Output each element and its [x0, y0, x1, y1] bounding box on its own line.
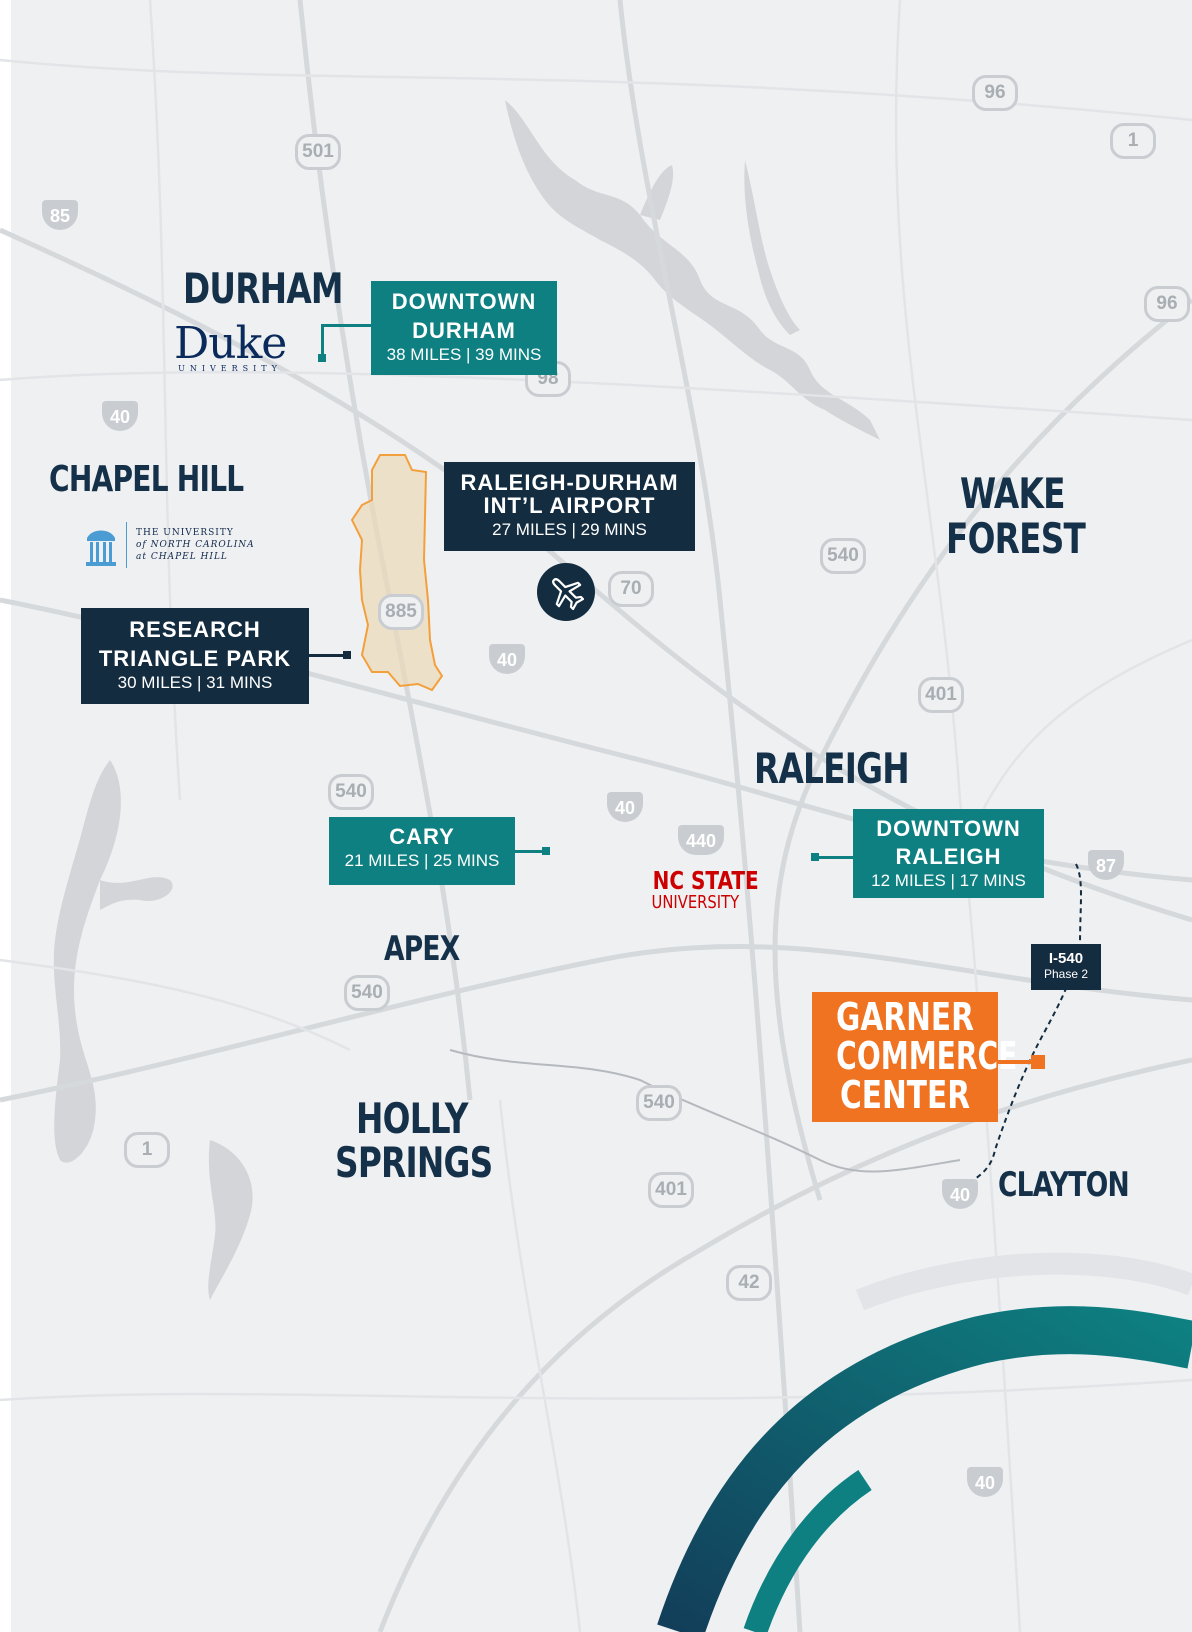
cary-marker [542, 847, 550, 855]
nc96-shield-east: 96 [1144, 286, 1190, 322]
rdu-airport-title-line1: RALEIGH-DURHAM [460, 470, 679, 495]
nc-state-wordmark: NC STATE [652, 866, 759, 895]
duke-logo-subtitle: UNIVERSITY [178, 364, 282, 373]
us1-shield-north: 1 [1110, 123, 1156, 159]
nc540-shield-south: 540 [636, 1085, 682, 1121]
jordan-lake-arm [100, 877, 173, 910]
i540-phase-label: Phase 2 [1043, 967, 1089, 981]
nc-state-university-logo: NC STATE UNIVERSITY [642, 866, 759, 913]
us401-shield-south: 401 [648, 1172, 694, 1208]
nc540-shield-north: 540 [820, 538, 866, 574]
i40-shield-clayton: 40 [942, 1179, 978, 1209]
unc-logo-line3: at CHAPEL HILL [136, 552, 228, 562]
unc-logo-text: THE UNIVERSITY of NORTH CAROLINA at CHAP… [136, 527, 255, 563]
nc-state-subtitle: UNIVERSITY [651, 892, 740, 913]
nc42-shield: 42 [726, 1265, 772, 1301]
site-title-line2: COMMERCE [836, 1034, 1018, 1078]
city-label-holly-springs-line2: SPRINGS [335, 1138, 493, 1187]
i87-shield: 87 [1088, 850, 1124, 880]
rtp-title-line1: RESEARCH [129, 617, 261, 642]
city-label-holly-springs-line1: HOLLY [356, 1094, 469, 1143]
jordan-lake [53, 760, 121, 1163]
nc540-route [449, 1049, 961, 1173]
cary-connector [515, 850, 545, 853]
i440-shield: 440 [678, 825, 724, 855]
city-label-wake-forest-line1: WAKE [960, 469, 1065, 518]
unc-logo-line1: THE UNIVERSITY [136, 528, 234, 538]
i85-shield: 85 [42, 200, 78, 230]
downtown-raleigh-title-line2: RALEIGH [895, 844, 1002, 870]
falls-lake-arm [640, 165, 674, 220]
unc-logo-divider [126, 522, 127, 568]
i40-shield-rtp: 40 [489, 644, 525, 674]
i40-shield-central: 40 [607, 792, 643, 822]
rtp-callout[interactable]: RESEARCH TRIANGLE PARK 30 MILES | 31 MIN… [81, 608, 309, 704]
site-title-line3: CENTER [839, 1073, 971, 1117]
cary-title: CARY [389, 824, 455, 849]
harris-lake [208, 1140, 253, 1300]
downtown-raleigh-callout[interactable]: DOWNTOWN RALEIGH 12 MILES | 17 MINS [853, 809, 1044, 898]
us70-shield: 70 [608, 571, 654, 607]
unc-logo-line2: of NORTH CAROLINA [136, 540, 255, 550]
falls-lake [505, 100, 880, 440]
city-label-wake-forest-line2: FOREST [946, 514, 1086, 563]
rtp-marker [343, 651, 351, 659]
site-connector [998, 1060, 1031, 1064]
city-label-chapel-hill: CHAPEL HILL [49, 459, 244, 500]
nc540-shield-west: 540 [328, 774, 374, 810]
city-label-raleigh: RALEIGH [754, 744, 910, 793]
us501-shield: 501 [295, 134, 341, 170]
downtown-durham-title-line1: DOWNTOWN [391, 289, 537, 314]
rtp-boundary [350, 454, 444, 692]
rtp-title-line2: TRIANGLE PARK [98, 646, 292, 672]
old-well-icon [86, 530, 116, 566]
unc-chapel-hill-logo: THE UNIVERSITY of NORTH CAROLINA at CHAP… [84, 520, 264, 570]
garner-commerce-center-callout[interactable]: GARNER COMMERCE CENTER [812, 992, 1018, 1122]
rdu-airport-callout[interactable]: RALEIGH-DURHAM INT’L AIRPORT 27 MILES | … [444, 462, 695, 551]
i540-phase2-label: I-540 Phase 2 [1031, 944, 1101, 990]
rdu-airport-distance: 27 MILES | 29 MINS [492, 520, 647, 540]
site-marker [1031, 1055, 1045, 1069]
airplane-icon [552, 578, 585, 611]
rdu-airport-title-line2: INT’L AIRPORT [483, 493, 656, 519]
downtown-durham-callout[interactable]: DOWNTOWN DURHAM 38 MILES | 39 MINS [371, 281, 557, 375]
downtown-durham-title-line2: DURHAM [412, 318, 516, 344]
downtown-raleigh-connector [815, 856, 853, 859]
i540-phase2-route [959, 863, 1082, 1191]
airport-marker[interactable] [537, 563, 595, 621]
downtown-durham-connector-v [321, 325, 324, 359]
duke-logo-wordmark: Duke [174, 318, 287, 369]
i885-shield: 885 [378, 594, 424, 630]
i40-shield-south: 40 [967, 1467, 1003, 1497]
duke-university-logo: Duke UNIVERSITY [174, 318, 287, 374]
downtown-durham-marker [318, 354, 326, 362]
cary-callout[interactable]: CARY 21 MILES | 25 MINS [329, 817, 515, 885]
downtown-raleigh-distance: 12 MILES | 17 MINS [871, 871, 1026, 891]
i40-shield-west: 40 [102, 401, 138, 431]
rtp-connector [309, 654, 346, 657]
downtown-durham-distance: 38 MILES | 39 MINS [386, 345, 542, 365]
downtown-raleigh-title-line1: DOWNTOWN [876, 816, 1021, 841]
i540-label: I-540 [1048, 950, 1084, 967]
city-label-clayton: CLAYTON [998, 1165, 1130, 1205]
downtown-durham-connector-h [321, 324, 371, 327]
decor-arc-main [657, 1306, 1192, 1632]
city-label-apex: APEX [384, 929, 460, 969]
decor-arc-light [855, 1252, 1192, 1311]
cary-distance: 21 MILES | 25 MINS [344, 851, 500, 871]
us401-shield-north: 401 [918, 677, 964, 713]
falls-lake-arm-2 [744, 160, 800, 335]
decor-arc-teal [743, 1470, 872, 1632]
nc540-shield-apex: 540 [344, 975, 390, 1011]
us1-shield-south: 1 [124, 1132, 170, 1168]
rtp-distance: 30 MILES | 31 MINS [117, 673, 273, 693]
city-label-durham: DURHAM [183, 264, 343, 313]
site-title-line1: GARNER [836, 995, 974, 1039]
nc96-shield-north: 96 [972, 75, 1018, 111]
